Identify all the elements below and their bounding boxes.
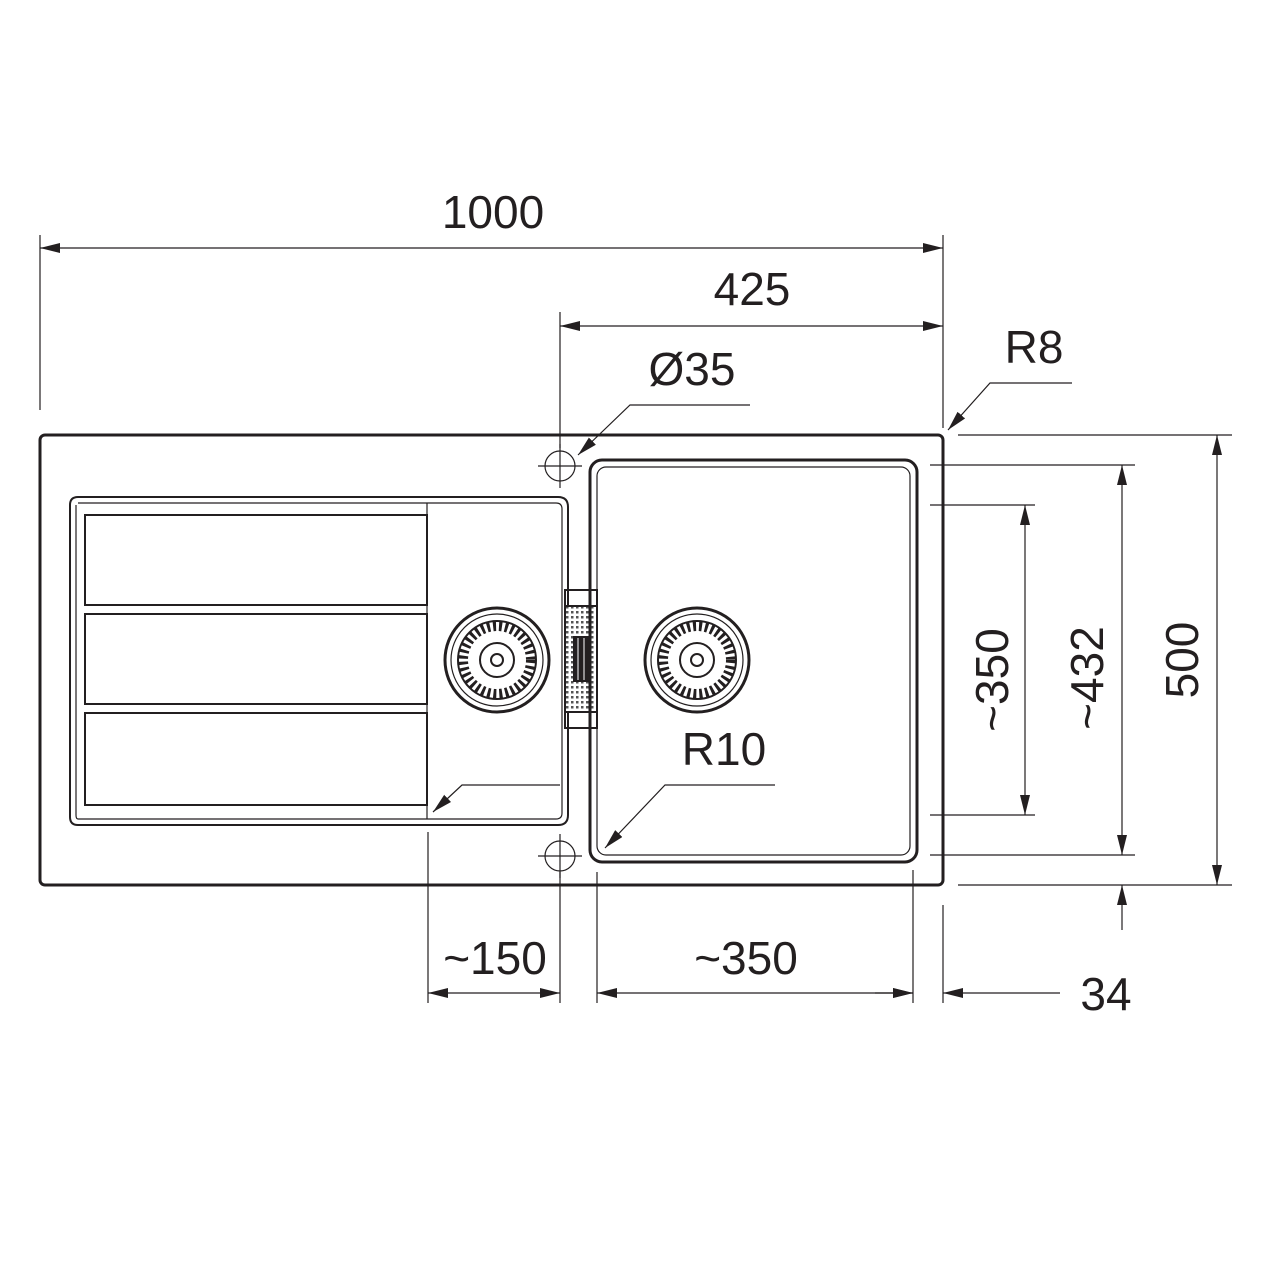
dim-bowl-offset: 425 bbox=[714, 263, 791, 315]
drainer-board bbox=[69, 496, 569, 826]
drainer-rib bbox=[84, 712, 428, 806]
dim-rim: 34 bbox=[1080, 968, 1131, 1020]
dim-overall-width: 1000 bbox=[442, 186, 544, 238]
dim-overall-depth: 500 bbox=[1156, 622, 1208, 699]
dimension-lines bbox=[40, 243, 1222, 998]
sink-outline bbox=[38, 433, 945, 887]
dim-corner-radius: R8 bbox=[1005, 321, 1064, 373]
drainer-rib bbox=[84, 613, 428, 705]
strainer-left bbox=[443, 606, 551, 714]
dim-bowl-radius: R10 bbox=[682, 723, 766, 775]
dim-bowl-width: ~350 bbox=[694, 932, 798, 984]
dim-tap-hole: Ø35 bbox=[649, 343, 736, 395]
strainer-right bbox=[643, 606, 751, 714]
dim-drainer-gap: ~150 bbox=[443, 932, 547, 984]
dim-bowl-depth-length: ~350 bbox=[966, 628, 1018, 732]
tap-hole-icon bbox=[538, 834, 582, 878]
sink-bowl bbox=[588, 458, 919, 864]
tap-hole-icon bbox=[538, 444, 582, 488]
drainer-rib bbox=[84, 514, 428, 606]
extension-lines bbox=[39, 235, 1232, 1003]
dim-bowl-length: ~432 bbox=[1061, 626, 1113, 730]
overflow bbox=[564, 589, 598, 729]
